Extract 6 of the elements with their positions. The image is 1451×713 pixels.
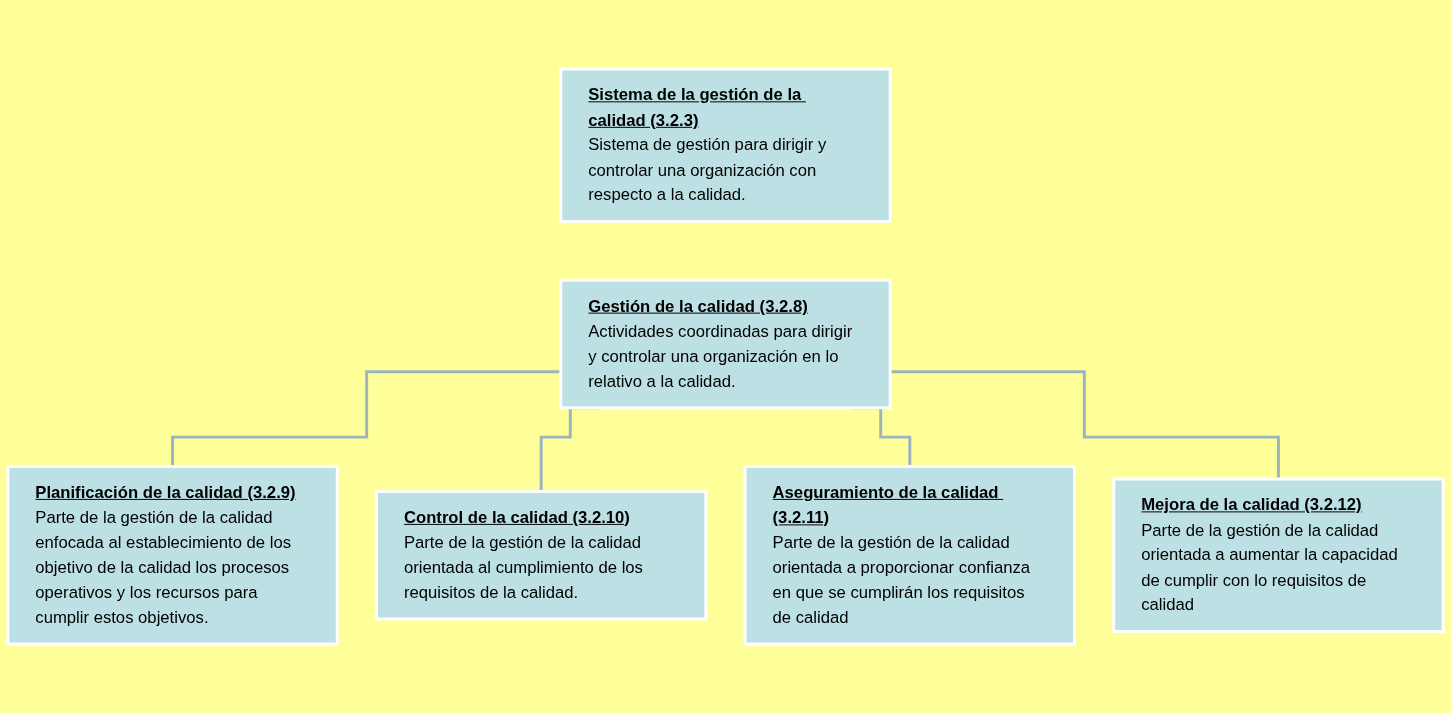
node-box xyxy=(559,278,892,410)
node-box xyxy=(1112,477,1445,633)
node-box xyxy=(559,67,892,223)
node-box xyxy=(375,490,708,621)
node-box xyxy=(743,465,1076,646)
node-box xyxy=(6,465,339,646)
